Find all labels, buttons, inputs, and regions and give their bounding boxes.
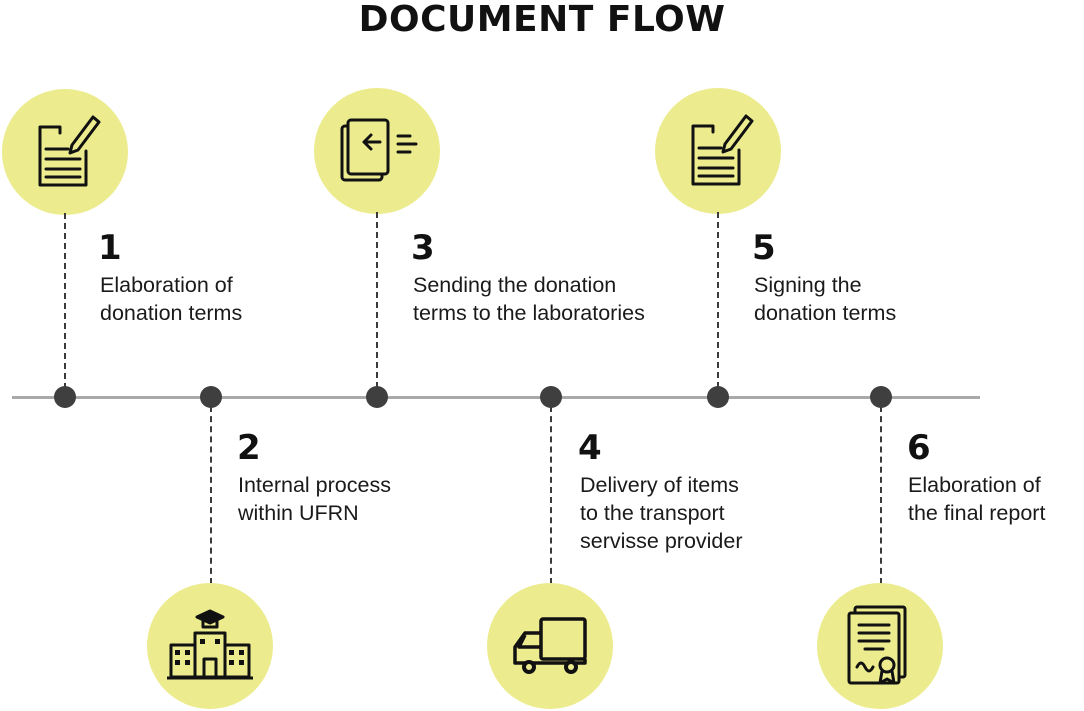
step-3-icon-circle <box>314 88 440 214</box>
send-documents-icon <box>340 118 418 182</box>
step-4-icon-circle <box>487 583 613 709</box>
step-6-label: Elaboration of the final report <box>908 471 1045 527</box>
step-5-icon-circle <box>655 88 781 214</box>
step-6-connector <box>880 406 882 584</box>
step-3-node <box>366 386 388 408</box>
certificate-icon <box>847 605 907 685</box>
step-6-number: 6 <box>907 428 931 468</box>
step-2-label-line: Internal process <box>238 473 391 497</box>
step-4-connector <box>550 406 552 584</box>
step-5-node <box>707 386 729 408</box>
step-1-label-line: Elaboration of <box>100 273 233 297</box>
step-6-label-line: the final report <box>908 501 1046 525</box>
step-3-label-line: Sending the donation <box>413 273 617 297</box>
step-3-label: Sending the donation terms to the labora… <box>413 271 645 327</box>
document-pen-icon <box>691 114 754 186</box>
step-2-node <box>200 386 222 408</box>
step-2-label-line: within UFRN <box>238 501 359 525</box>
step-4-label: Delivery of items to the transport servi… <box>580 471 743 555</box>
diagram-title: DOCUMENT FLOW <box>358 0 726 40</box>
step-3-number: 3 <box>411 228 435 268</box>
step-4-label-line: Delivery of items <box>580 473 739 497</box>
step-1-node <box>54 386 76 408</box>
step-1-icon-circle <box>2 89 128 215</box>
step-4-label-line: servisse provider <box>580 529 743 553</box>
delivery-truck-icon <box>513 617 587 674</box>
step-1-number: 1 <box>98 228 122 268</box>
step-4-number: 4 <box>578 428 602 468</box>
step-4-label-line: to the transport <box>580 501 725 525</box>
step-3-connector <box>376 212 378 388</box>
step-5-connector <box>717 212 719 388</box>
step-5-label-line: Signing the <box>754 273 862 297</box>
step-6-node <box>870 386 892 408</box>
step-5-label-line: donation terms <box>754 301 897 325</box>
university-building-icon <box>167 609 253 680</box>
step-5-number: 5 <box>752 228 776 268</box>
step-2-icon-circle <box>147 583 273 709</box>
step-6-label-line: Elaboration of <box>908 473 1041 497</box>
timeline-line <box>12 396 980 399</box>
step-5-label: Signing the donation terms <box>754 271 896 327</box>
step-1-label: Elaboration of donation terms <box>100 271 242 327</box>
step-3-label-line: terms to the laboratories <box>413 301 645 325</box>
document-pen-icon <box>38 115 101 187</box>
step-4-node <box>540 386 562 408</box>
step-2-label: Internal process within UFRN <box>238 471 391 527</box>
step-1-connector <box>64 213 66 389</box>
step-1-label-line: donation terms <box>100 301 243 325</box>
step-2-connector <box>210 406 212 584</box>
step-6-icon-circle <box>817 583 943 709</box>
step-2-number: 2 <box>237 428 261 468</box>
